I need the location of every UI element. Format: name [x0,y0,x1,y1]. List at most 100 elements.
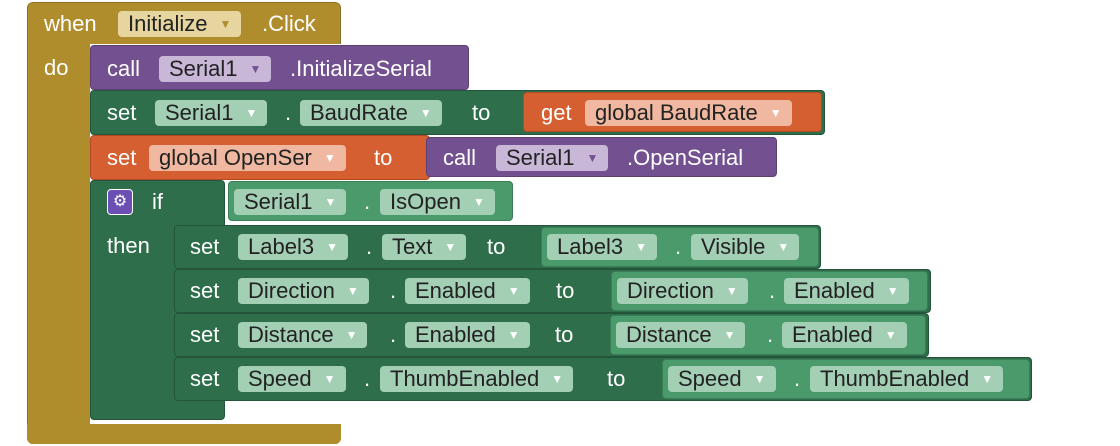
label3-dropdown-right[interactable]: Label3 ▼ [547,234,657,260]
serial1-label: Serial1 [506,145,575,170]
chevron-down-icon: ▼ [323,151,336,165]
serial1-dropdown-r2[interactable]: Serial1 ▼ [155,100,268,126]
serial1-label: Serial1 [165,100,234,125]
dot-separator: . [794,366,801,391]
visible-label: Visible [701,234,766,259]
thumbenabled-label: ThumbEnabled [820,366,970,391]
get-keyword: get [541,100,572,125]
chevron-down-icon: ▼ [419,106,432,120]
chevron-down-icon: ▼ [635,240,647,254]
global-openser-label: global OpenSer [159,145,312,170]
call-keyword: call [443,145,477,170]
set-keyword: set [190,234,220,259]
gear-icon[interactable]: ⚙ [107,189,133,215]
enabled-label: Enabled [792,322,873,347]
enabled-label: Enabled [794,278,875,303]
chevron-down-icon: ▼ [725,284,738,298]
set-keyword: set [190,278,220,303]
distance-label: Distance [248,322,334,347]
do-keyword: do [44,55,69,80]
isopen-property-dropdown[interactable]: IsOpen▼ [380,189,495,215]
dot-separator: . [675,234,682,259]
distance-dropdown-left[interactable]: Distance ▼ [238,322,368,348]
set-keyword: set [190,366,220,391]
chevron-down-icon: ▼ [245,106,258,120]
dot-separator: . [390,278,397,303]
call-initialize-serial-block[interactable] [90,45,469,90]
dot-separator: . [769,278,776,303]
chevron-down-icon: ▼ [777,240,790,254]
dot-separator: . [366,234,373,259]
event-component-dropdown[interactable]: Initialize ▼ [118,11,242,37]
dot-separator: . [767,322,774,347]
direction-dropdown-left[interactable]: Direction ▼ [238,278,369,304]
then-keyword: then [107,233,150,258]
enabled-label: Enabled [415,322,496,347]
speed-label: Speed [678,366,742,391]
to-keyword: to [487,234,506,259]
method-open-serial: .OpenSerial [627,145,744,170]
event-block-footer [27,424,341,444]
to-keyword: to [556,278,575,303]
chevron-down-icon: ▼ [769,106,782,120]
direction-dropdown-right[interactable]: Direction ▼ [617,278,748,304]
global-baudrate-label: global BaudRate [595,100,758,125]
text-label: Text [392,234,433,259]
direction-label: Direction [627,278,714,303]
text-property-dropdown[interactable]: Text▼ [382,234,467,260]
serial1-dropdown-r3[interactable]: Serial1 ▼ [496,145,609,171]
chevron-down-icon: ▼ [219,17,232,31]
serial1-dropdown-r4[interactable]: Serial1 ▼ [234,189,347,215]
thumbenabled-property-dropdown-left[interactable]: ThumbEnabled ▼ [380,366,574,392]
visible-property-dropdown[interactable]: Visible ▼ [691,234,800,260]
distance-label: Distance [626,322,712,347]
thumbenabled-label: ThumbEnabled [390,366,540,391]
dot-separator: . [364,189,371,214]
speed-dropdown-left[interactable]: Speed▼ [238,366,346,392]
set-keyword: set [190,322,220,347]
chevron-down-icon: ▼ [884,328,897,342]
chevron-down-icon: ▼ [551,372,564,386]
dot-separator: . [364,366,371,391]
chevron-down-icon: ▼ [507,328,520,342]
label3-label: Label3 [248,234,315,259]
chevron-down-icon: ▼ [507,284,520,298]
dot-separator: . [285,100,292,125]
distance-dropdown-right[interactable]: Distance ▼ [616,322,746,348]
enabled-property-dropdown-left[interactable]: Enabled ▼ [405,322,530,348]
to-keyword: to [607,366,626,391]
speed-dropdown-right[interactable]: Speed▼ [668,366,776,392]
label3-label: Label3 [557,234,624,259]
label3-dropdown-left[interactable]: Label3 ▼ [238,234,348,260]
chevron-down-icon: ▼ [586,151,599,165]
direction-label: Direction [248,278,335,303]
to-keyword: to [472,100,491,125]
serial1-label: Serial1 [244,189,313,214]
chevron-down-icon: ▼ [249,62,262,76]
enabled-property-dropdown-left[interactable]: Enabled ▼ [405,278,530,304]
chevron-down-icon: ▼ [326,240,338,254]
method-initialize-serial: .InitializeSerial [290,56,432,81]
dot-separator: . [390,322,397,347]
enabled-property-dropdown-right[interactable]: Enabled ▼ [782,322,907,348]
set-keyword: set [107,145,137,170]
chevron-down-icon: ▼ [723,328,736,342]
chevron-down-icon: ▼ [981,372,994,386]
enabled-label: Enabled [415,278,496,303]
event-component-label: Initialize [128,11,208,36]
enabled-property-dropdown-right[interactable]: Enabled ▼ [784,278,909,304]
chevron-down-icon: ▼ [346,284,359,298]
set-keyword: set [107,100,137,125]
chevron-down-icon: ▼ [345,328,358,342]
thumbenabled-property-dropdown-right[interactable]: ThumbEnabled ▼ [810,366,1004,392]
if-keyword: if [152,189,163,214]
baudrate-property-dropdown[interactable]: BaudRate ▼ [300,100,442,126]
call-keyword: call [107,56,141,81]
chevron-down-icon: ▼ [886,284,899,298]
chevron-down-icon: ▼ [324,195,337,209]
serial1-dropdown-r1[interactable]: Serial1▼ [159,56,272,82]
baudrate-label: BaudRate [310,100,408,125]
to-keyword: to [374,145,393,170]
global-openser-dropdown[interactable]: global OpenSer ▼ [149,145,346,171]
global-baudrate-dropdown[interactable]: global BaudRate ▼ [585,100,792,126]
